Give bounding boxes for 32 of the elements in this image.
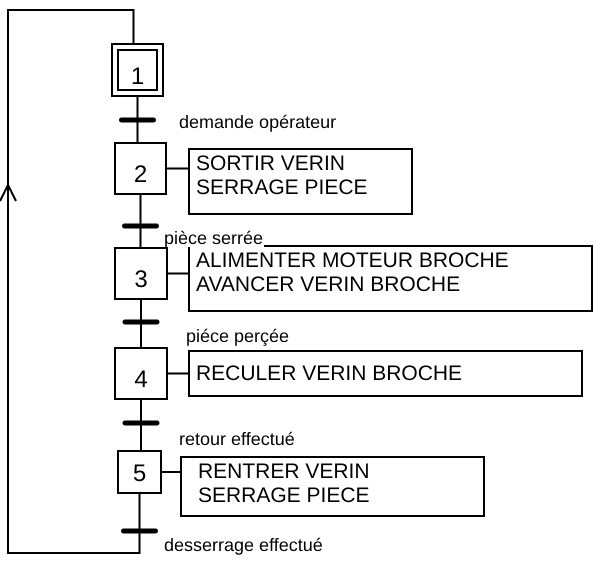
step-number: 3	[134, 268, 148, 292]
action-box	[188, 148, 413, 215]
step-number: 5	[132, 462, 146, 486]
initial-step-box	[111, 43, 164, 97]
link-line	[168, 372, 188, 374]
transition-label: demande opérateur	[178, 113, 338, 131]
transition-label: piéce perçée	[185, 327, 290, 345]
action-text: RENTRER VERIN SERRAGE PIECE	[197, 460, 371, 508]
link-line	[140, 400, 142, 450]
transition-label: retour effectué	[178, 430, 296, 448]
step-number: 2	[134, 163, 148, 187]
link-line	[140, 300, 142, 347]
step-box	[114, 142, 167, 195]
loop-arrow	[0, 9, 140, 554]
link-line	[162, 471, 180, 473]
step-box	[114, 347, 168, 400]
action-box	[188, 350, 583, 397]
transition-label: desserrage effectué	[163, 536, 324, 554]
step-box	[117, 450, 162, 494]
action-text: ALIMENTER MOTEUR BROCHE AVANCER VERIN BROCHE	[196, 249, 510, 296]
link-line	[140, 195, 142, 247]
action-text: RECULER VERIN BROCHE	[196, 362, 462, 386]
step-number: 4	[134, 368, 148, 392]
step-box	[114, 247, 168, 300]
link-line	[136, 97, 138, 142]
step-number: 1	[130, 65, 144, 89]
action-box	[188, 245, 593, 312]
link-line	[167, 168, 188, 170]
action-text: SORTIR VERIN SERRAGE PIECE	[196, 152, 369, 200]
transition-label: pièce serrée	[163, 229, 264, 247]
action-box	[180, 456, 485, 517]
link-line	[168, 272, 188, 274]
